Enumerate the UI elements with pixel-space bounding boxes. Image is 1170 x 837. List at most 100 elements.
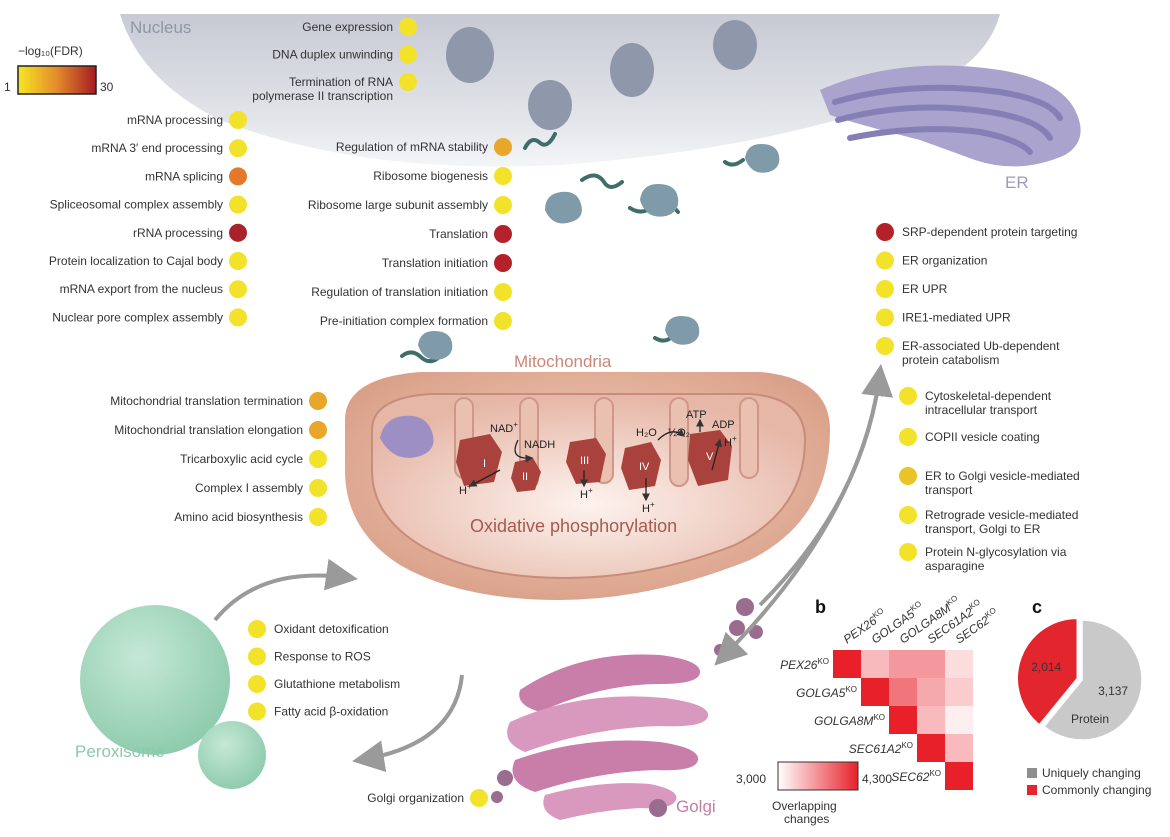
heatmap-cell [861, 678, 889, 706]
atp-label: ATP [686, 409, 707, 421]
mitochondria-label: Mitochondria [514, 352, 612, 371]
heatmap-cell [945, 706, 973, 734]
arrow-peroxisome-to-mito [213, 558, 358, 622]
translation-term: Ribosome biogenesis [373, 169, 488, 183]
translation-term: Translation initiation [382, 256, 488, 270]
proton-label: H+ [580, 486, 593, 501]
peroxisome-dot [248, 647, 266, 666]
panel-c-label: c [1032, 597, 1042, 617]
golgi-dot [470, 789, 488, 807]
legend-title: −log₁₀(FDR) [18, 44, 83, 58]
legend-swatch-uniquely [1027, 768, 1037, 778]
legend-min: 1 [4, 80, 11, 94]
heatmap-cell [889, 678, 917, 706]
heatmap-row-label: GOLGA8MKO [814, 713, 885, 728]
mrna-strand [580, 173, 624, 189]
ribosome [640, 184, 679, 217]
heatmap-cells [833, 650, 973, 790]
heatmap-cell [861, 650, 889, 678]
vesicle [736, 598, 754, 616]
nucleus: Nucleus [120, 14, 1000, 167]
crista [669, 397, 689, 487]
pie-slice [1042, 619, 1143, 741]
arrow-golgi-to-er [758, 364, 894, 607]
golgi_transport-dot [899, 543, 917, 561]
nucleus_left-term: mRNA processing [127, 113, 223, 127]
nucleus_left-term: Spliceosomal complex assembly [50, 198, 223, 212]
peroxisome-dot [248, 675, 266, 693]
crista [739, 397, 759, 479]
peroxisome-dot [248, 702, 266, 721]
mito-ribosome [380, 415, 434, 458]
nucleus_left-term: mRNA splicing [145, 169, 223, 183]
ribosome [545, 191, 582, 224]
er-dot [876, 251, 894, 270]
peroxisome-term: Oxidant detoxification [274, 622, 389, 636]
peroxisome-label: Peroxisome [75, 742, 165, 761]
golgi_transport-dot [899, 387, 917, 405]
adp-label: ADP [712, 419, 735, 431]
mitochondria-dot [309, 508, 327, 526]
colorbar-title-2: changes [784, 812, 829, 826]
colorbar [777, 761, 859, 791]
complex-i [456, 434, 502, 486]
legend-uniquely: Uniquely changing [1042, 766, 1141, 780]
colorbar-max: 4,300 [862, 772, 892, 786]
proton-label: H+ [642, 500, 655, 515]
nuclear-pore [528, 80, 572, 130]
golgi_transport-term: ER to Golgi vesicle-mediated [925, 469, 1080, 483]
nucleus_top-dot [399, 73, 417, 91]
mitochondria-dot [309, 392, 327, 410]
heatmap-cell [945, 762, 973, 790]
nucleus-label: Nucleus [130, 18, 191, 37]
heatmap-cell [833, 650, 861, 678]
endoplasmic-reticulum: ER [820, 65, 1081, 192]
peroxisome-small [198, 721, 266, 789]
golgi_transport-term: Cytoskeletal-dependent [925, 389, 1052, 403]
mitochondria-dot [309, 479, 327, 497]
golgi_transport-term: COPII vesicle coating [925, 430, 1040, 444]
pie-slices [1016, 617, 1143, 741]
heatmap-row-label: PEX26KO [780, 657, 829, 672]
er-term: ER UPR [902, 282, 948, 296]
pie-slice [1016, 617, 1079, 726]
pie-center-label: Protein [1071, 712, 1109, 726]
ribosome [665, 316, 700, 345]
golgi_transport-dot [899, 506, 917, 524]
translation-dot [494, 196, 512, 214]
legend-commonly: Commonly changing [1042, 783, 1151, 797]
translation-dot [494, 283, 512, 301]
mitochondria-term: Tricarboxylic acid cycle [180, 452, 303, 466]
peroxisome-dot [248, 620, 266, 638]
arrow-to-peroxisome [352, 674, 464, 773]
mitochondria-dot [309, 450, 327, 468]
oxphos-label: Oxidative phosphorylation [470, 516, 677, 536]
er-dot [876, 223, 894, 241]
nuclear-pore [713, 20, 757, 70]
transport-arrows [213, 364, 894, 773]
translation-dot [494, 254, 512, 272]
heatmap-cell [917, 678, 945, 706]
heatmap-cell [889, 650, 917, 678]
nucleus_left-dot [229, 195, 247, 214]
heatmap-row-label: SEC62KO [891, 769, 941, 784]
translation-dot [494, 225, 512, 243]
peroxisome-term: Glutathione metabolism [274, 677, 400, 691]
panel-b-heatmap: b PEX26KOGOLGA5KOGOLGA8MKOSEC61A2KOSEC62… [736, 593, 998, 826]
nucleus_top-dot [399, 45, 417, 64]
nucleus_left-dot [229, 223, 247, 242]
peroxisome-large [80, 605, 230, 755]
er-term: ER-associated Ub-dependent [902, 339, 1060, 353]
golgi_transport-term: Protein N-glycosylation via [925, 545, 1067, 559]
nucleus_left-term: mRNA 3′ end processing [91, 141, 223, 155]
legend-swatch-commonly [1027, 785, 1037, 795]
heatmap-cell [945, 678, 973, 706]
nucleus_top-term: DNA duplex unwinding [272, 48, 393, 62]
oxphos-arrows [468, 418, 723, 502]
nucleus_top-dot [399, 18, 417, 36]
heatmap-cell [917, 706, 945, 734]
er-term: SRP-dependent protein targeting [902, 225, 1077, 239]
nucleus_top-term: Gene expression [302, 20, 393, 34]
